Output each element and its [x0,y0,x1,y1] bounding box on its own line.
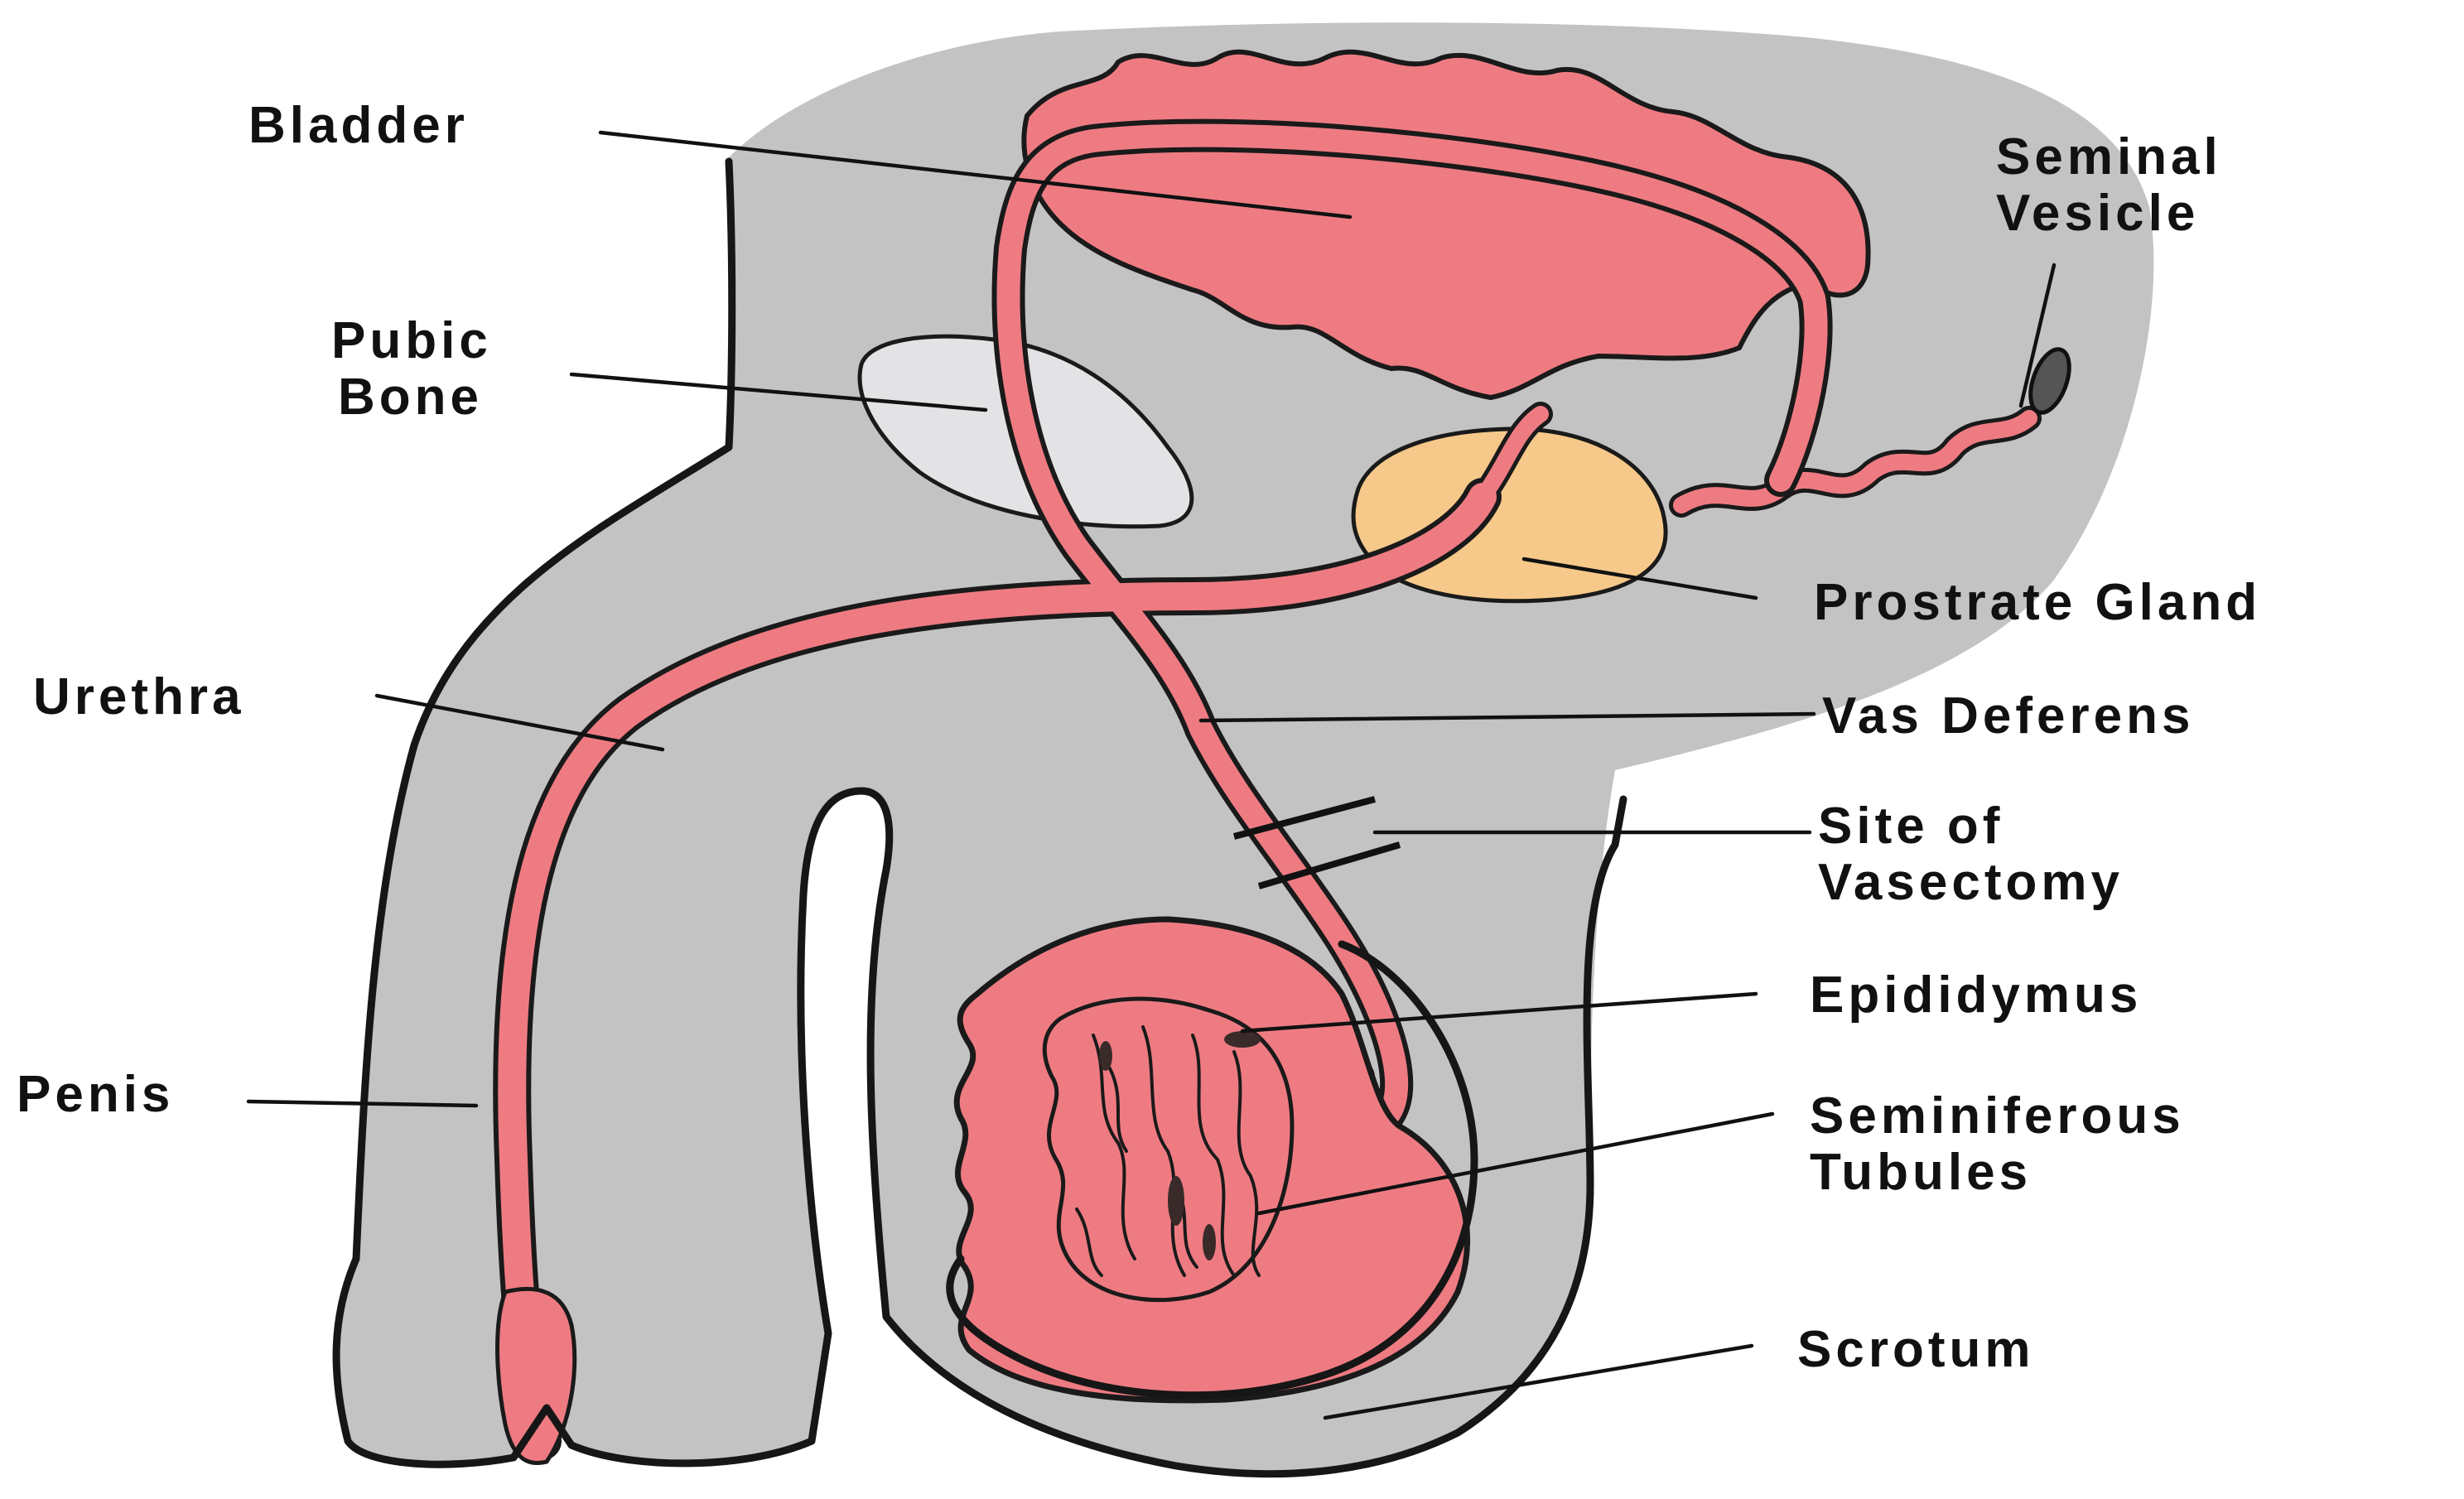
leader-scrotum [1323,1343,1754,1420]
label-vas-deferens: Vas Deferens [1822,687,2194,745]
leader-pubic-bone [569,372,988,412]
body-silhouette [336,22,2154,1474]
label-seminiferous-2: Tubules [1810,1144,2032,1201]
seminal-vesicle-body [2028,347,2071,415]
leader-bladder [598,130,1353,219]
leader-vas-deferens [1198,711,1816,723]
leader-urethra [374,693,665,752]
seminal-vesicle-duct-fill [1673,410,2037,513]
label-seminal-vesicle-1: Seminal [1996,128,2222,186]
leader-seminiferous [1256,1111,1775,1216]
label-pubic-bone-1: Pubic [331,312,492,369]
label-penis: Penis [17,1066,174,1123]
vasectomy-cut-mark-2 [1257,841,1401,889]
label-urethra: Urethra [33,668,245,725]
label-scrotum: Scrotum [1797,1321,2034,1378]
urethra-tube [498,483,1497,1455]
leader-penis [246,1099,479,1108]
label-vasectomy-1: Site of [1818,798,2004,855]
label-bladder: Bladder [248,97,469,154]
label-seminal-vesicle-2: Vesicle [1996,185,2199,242]
label-seminiferous-1: Seminiferous [1810,1087,2185,1145]
vasectomy-cut-mark-1 [1232,796,1377,840]
leader-lines [246,130,2057,1420]
body-outlines [332,157,1627,1478]
label-vasectomy-2: Vasectomy [1818,854,2124,911]
label-epididymus: Epididymus [1810,966,2142,1024]
seminiferous-region [1042,996,1295,1303]
leader-epididymus [1240,991,1758,1034]
leader-seminal-vesicle [2018,263,2057,408]
tubule-dark-marks [1099,1031,1261,1260]
testis-shape [953,916,1471,1404]
leader-prostate [1521,557,1758,600]
labels: Bladder Seminal Vesicle Pubic Bone Prost… [17,97,2261,1378]
label-pubic-bone-2: Bone [338,369,483,426]
label-prostate-gland: Prostrate Gland [1814,574,2261,631]
